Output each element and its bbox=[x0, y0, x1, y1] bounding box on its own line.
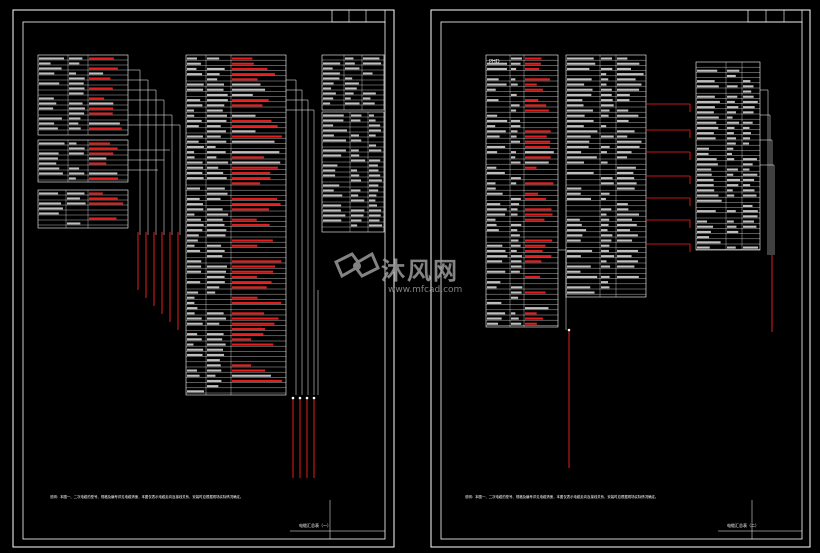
watermark-logo-icon bbox=[334, 251, 380, 279]
sheet-2-title-block bbox=[747, 9, 803, 23]
table-terminal-left bbox=[485, 54, 559, 328]
wire-run bbox=[286, 89, 303, 395]
wire-run bbox=[128, 89, 157, 235]
sheet-2-outer-frame bbox=[430, 9, 811, 548]
terminal-node bbox=[291, 396, 295, 400]
terminal-node bbox=[567, 328, 571, 332]
sheet-1-wiring bbox=[128, 69, 319, 478]
terminal-node bbox=[305, 396, 309, 400]
table-terminal-right bbox=[695, 61, 761, 251]
wire-run bbox=[760, 164, 775, 255]
wire-run bbox=[128, 99, 165, 235]
wire-run bbox=[760, 139, 773, 255]
wire-run bbox=[128, 124, 181, 235]
sheet-2-inner-frame bbox=[440, 21, 803, 540]
sheet-1-caption: 电缆汇总表（一） bbox=[299, 522, 331, 528]
wire-run bbox=[286, 109, 315, 395]
sheet-2-tables bbox=[485, 54, 761, 328]
watermark-url: www.mfcad.com bbox=[388, 285, 462, 295]
watermark: 沐风网 www.mfcad.com bbox=[334, 251, 462, 295]
table-terminal-main bbox=[185, 54, 287, 396]
sheet-1-note: 说明：本图一、二次电缆的型号、规格及编号详见电缆清册，本图仅表示电缆走向及接线关… bbox=[50, 494, 243, 499]
wire-run bbox=[286, 99, 309, 395]
wire-run bbox=[558, 249, 567, 330]
sheet-1-tables bbox=[37, 54, 385, 396]
watermark-brand: 沐风网 bbox=[381, 257, 459, 285]
sheet-2-caption: 电缆汇总表（二） bbox=[727, 522, 759, 528]
wire-run bbox=[128, 79, 149, 235]
sheet-2: PHD 说明：本图一、二次电缆的型号、规格及编号详见电缆清册，本图仅表示电缆走向… bbox=[430, 9, 811, 548]
table-terminal-center bbox=[565, 54, 647, 298]
table-device-b bbox=[37, 139, 129, 183]
table-device-a bbox=[37, 54, 129, 136]
wire-run bbox=[128, 114, 173, 235]
table-cable-spec bbox=[321, 111, 385, 233]
table-device-c bbox=[37, 189, 129, 229]
sheet-2-wiring bbox=[558, 89, 775, 468]
sheet-1-outer-frame bbox=[12, 9, 395, 548]
sheet-1-inner-frame bbox=[22, 21, 386, 540]
table-cable-list bbox=[321, 54, 385, 111]
sheet-2-note: 说明：本图一、二次电缆的型号、规格及编号详见电缆清册，本图仅表示电缆走向及接线关… bbox=[465, 494, 658, 499]
terminal-node bbox=[298, 396, 302, 400]
wire-run bbox=[286, 79, 297, 395]
wire-run bbox=[128, 69, 141, 235]
terminal-node bbox=[312, 396, 316, 400]
wire-run bbox=[760, 114, 771, 255]
sheet-1: 说明：本图一、二次电缆的型号、规格及编号详见电缆清册，本图仅表示电缆走向及接线关… bbox=[12, 9, 395, 548]
wire-run bbox=[760, 89, 769, 255]
sheet-2-table-header-label: PHD bbox=[489, 59, 500, 65]
sheet-1-title-block bbox=[331, 9, 386, 23]
